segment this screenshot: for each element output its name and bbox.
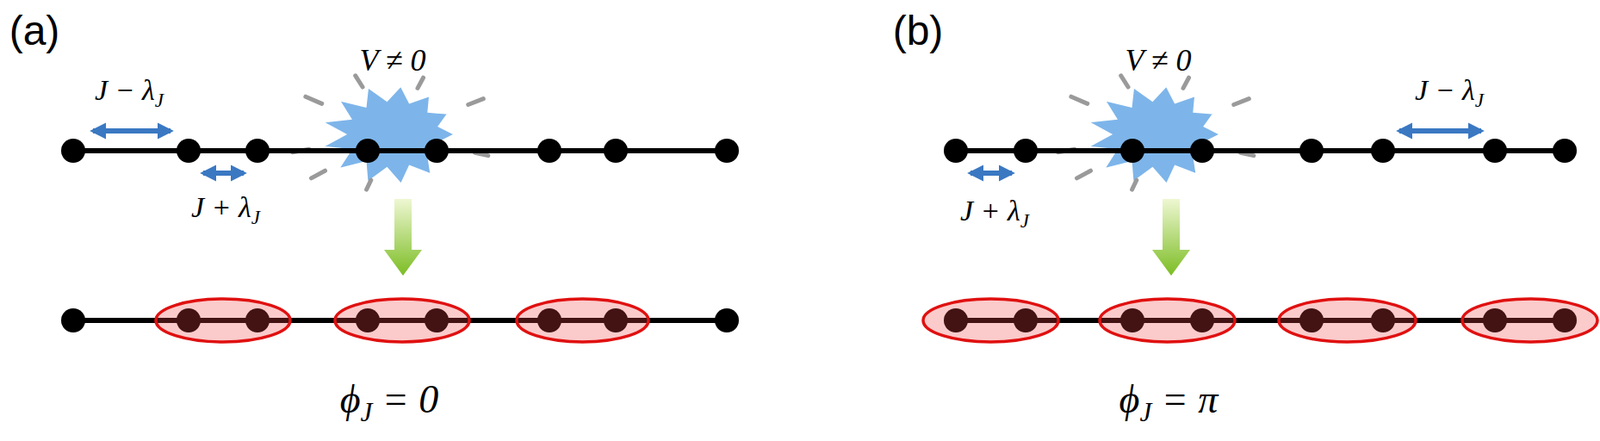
phase-label: ϕJ = 0	[340, 379, 440, 426]
lattice-site	[714, 308, 739, 333]
chain-bond	[955, 148, 1565, 154]
dimer-ellipse	[1099, 298, 1235, 342]
lattice-site	[537, 138, 562, 163]
perturbation-burst	[291, 75, 488, 190]
hopping-arrow	[93, 128, 171, 134]
dimer-ellipse	[516, 298, 649, 342]
lattice-site	[1190, 138, 1215, 163]
lattice-chains	[61, 138, 1598, 342]
burst-shard	[305, 96, 323, 104]
hopping-arrows	[93, 130, 1482, 174]
burst-shard	[468, 99, 484, 106]
lattice-site	[176, 138, 201, 163]
hopping-label: J + λJ	[960, 196, 1030, 231]
site-chain	[943, 138, 1577, 163]
burst-shard	[1071, 96, 1088, 104]
potential-label: V ≠ 0	[359, 44, 426, 76]
lattice-site	[1482, 138, 1507, 163]
chain-bond	[73, 148, 727, 154]
lattice-site	[1299, 138, 1324, 163]
panel-letter: (a)	[9, 10, 61, 52]
down-arrow	[384, 198, 422, 276]
burst-shape	[1086, 85, 1222, 186]
hopping-label: J − λJ	[94, 75, 164, 111]
lattice-site	[1013, 138, 1038, 163]
burst-shape	[321, 85, 457, 186]
lattice-site	[943, 138, 968, 163]
lattice-site	[1120, 138, 1145, 163]
lattice-site	[1552, 138, 1577, 163]
hopping-label: J + λJ	[191, 192, 261, 228]
panel-letter: (b)	[893, 10, 944, 52]
phase-label: ϕJ = π	[1119, 379, 1219, 426]
burst-shard	[310, 170, 325, 179]
dimer-ellipse	[1462, 298, 1598, 342]
hopping-arrow	[1399, 128, 1482, 134]
hopping-label: J − λJ	[1414, 75, 1484, 111]
site-chain	[923, 298, 1598, 342]
perturbation-burst	[1057, 75, 1253, 190]
lattice-site	[424, 138, 449, 163]
burst-shard	[1183, 77, 1190, 88]
burst-shard	[1234, 99, 1250, 106]
lattice-site	[603, 138, 628, 163]
dimer-ellipse	[1278, 298, 1416, 342]
lattice-site	[714, 138, 739, 163]
potential-label: V ≠ 0	[1124, 44, 1191, 76]
lattice-site	[61, 308, 86, 333]
hopping-arrow	[203, 170, 244, 176]
lattice-site	[61, 138, 86, 163]
lattice-site	[245, 138, 270, 163]
down-arrow	[1152, 198, 1191, 276]
lattice-site	[1370, 138, 1396, 163]
hopping-arrow	[970, 170, 1012, 176]
burst-shard	[417, 77, 424, 88]
lattice-site	[355, 138, 380, 163]
burst-shard	[1132, 179, 1137, 190]
dimer-ellipse	[334, 298, 470, 342]
dimer-ellipse	[155, 298, 291, 342]
burst-shard	[1076, 170, 1091, 179]
site-chain	[61, 138, 739, 163]
burst-shard	[366, 179, 372, 190]
dimer-ellipse	[923, 298, 1059, 342]
green-arrows	[384, 198, 1191, 276]
site-chain	[61, 298, 739, 342]
